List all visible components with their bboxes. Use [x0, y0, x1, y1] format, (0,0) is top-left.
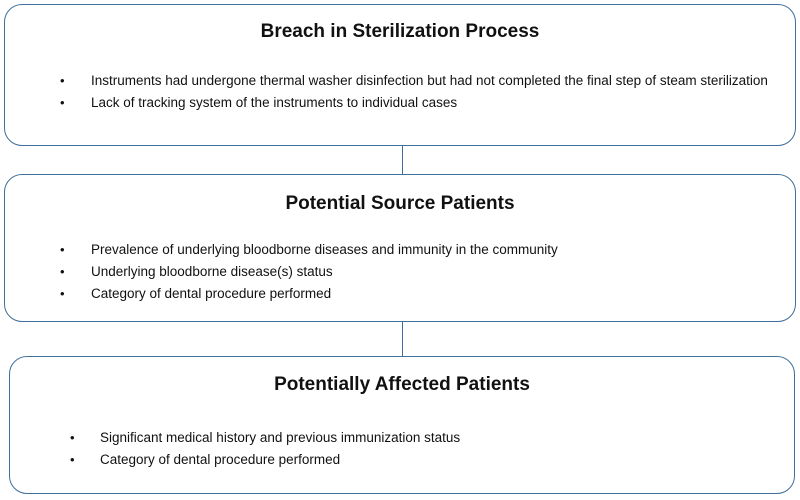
- breach-box: Breach in Sterilization Process • Instru…: [4, 4, 796, 146]
- bullet-icon: •: [60, 95, 65, 110]
- list-item: • Category of dental procedure performed: [70, 449, 770, 471]
- bullet-icon: •: [60, 242, 65, 257]
- list-item: • Instruments had undergone thermal wash…: [60, 70, 771, 92]
- list-item: • Prevalence of underlying bloodborne di…: [60, 239, 771, 261]
- bullet-list: • Prevalence of underlying bloodborne di…: [60, 239, 771, 305]
- list-item: • Significant medical history and previo…: [70, 427, 770, 449]
- bullet-text: Significant medical history and previous…: [100, 430, 461, 445]
- box-title: Breach in Sterilization Process: [260, 21, 540, 42]
- list-item: • Lack of tracking system of the instrum…: [60, 92, 771, 114]
- list-item: • Underlying bloodborne disease(s) statu…: [60, 261, 771, 283]
- bullet-text: Lack of tracking system of the instrumen…: [91, 95, 458, 110]
- list-item: • Category of dental procedure performed: [60, 283, 771, 305]
- affected-patients-box: Potentially Affected Patients • Signific…: [9, 356, 795, 494]
- box-title: Potential Source Patients: [285, 193, 515, 214]
- bullet-icon: •: [70, 430, 75, 445]
- bullet-text: Prevalence of underlying bloodborne dise…: [91, 242, 558, 257]
- bullet-text: Instruments had undergone thermal washer…: [91, 73, 768, 88]
- bullet-text: Category of dental procedure performed: [100, 452, 341, 467]
- bullet-icon: •: [70, 452, 75, 467]
- bullet-icon: •: [60, 286, 65, 301]
- connector-line: [402, 322, 403, 356]
- box-title: Potentially Affected Patients: [274, 374, 530, 395]
- connector-line: [402, 146, 403, 174]
- source-patients-box: Potential Source Patients • Prevalence o…: [4, 174, 796, 322]
- bullet-list: • Instruments had undergone thermal wash…: [60, 70, 771, 114]
- bullet-text: Underlying bloodborne disease(s) status: [91, 264, 333, 279]
- bullet-list: • Significant medical history and previo…: [70, 427, 770, 471]
- bullet-icon: •: [60, 264, 65, 279]
- bullet-icon: •: [60, 73, 65, 88]
- bullet-text: Category of dental procedure performed: [91, 286, 332, 301]
